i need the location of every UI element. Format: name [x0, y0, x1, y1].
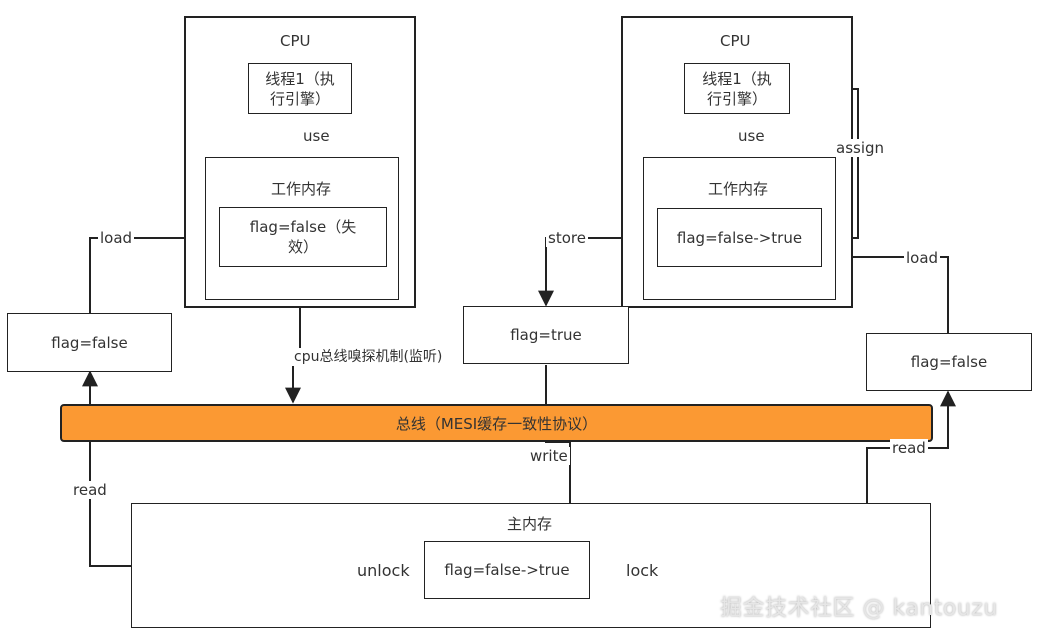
left-flag-line-1: flag=false（失: [249, 218, 357, 236]
right-thread-line-2: 行引擎）: [706, 89, 767, 108]
unlock-label: unlock: [357, 561, 410, 580]
left-read-label: read: [71, 481, 109, 499]
right-flag-false-box: flag=false: [866, 333, 1032, 391]
left-working-memory-title: 工作内存: [271, 180, 332, 198]
right-working-memory-title: 工作内存: [708, 180, 769, 198]
main-memory-flag-box: flag=false->true: [424, 541, 590, 599]
store-label: store: [546, 229, 588, 247]
left-read-arrow: [82, 370, 131, 567]
bus-mesi: 总线（MESI缓存一致性协议）: [60, 404, 933, 442]
left-use-label: use: [301, 127, 332, 145]
right-read-label: read: [890, 439, 928, 457]
left-flag-false-box: flag=false: [7, 313, 172, 372]
left-flag-invalid-box: flag=false（失 效）: [219, 207, 387, 267]
left-thread-line-1: 线程1（执: [265, 69, 335, 88]
right-flag-false-text: flag=false: [910, 353, 988, 371]
right-flag-box: flag=false->true: [657, 208, 822, 267]
right-load-label: load: [904, 249, 941, 267]
main-memory-title: 主内存: [507, 515, 553, 533]
main-memory-flag-text: flag=false->true: [444, 561, 570, 579]
left-load-label: load: [98, 229, 135, 247]
left-thread-line-2: 行引擎）: [269, 89, 330, 108]
write-label: write: [528, 447, 570, 465]
right-thread-box: 线程1（执 行引擎）: [684, 63, 790, 114]
right-flag-text: flag=false->true: [676, 228, 803, 247]
middle-flag-true-text: flag=true: [510, 326, 582, 344]
left-cpu-title: CPU: [280, 32, 311, 50]
right-cpu-title: CPU: [720, 32, 751, 50]
assign-label: assign: [834, 139, 887, 157]
watermark: 掘金技术社区 @ kantouzu: [720, 596, 998, 621]
lock-label: lock: [626, 561, 659, 580]
snoop-label: cpu总线嗅探机制(监听): [292, 348, 445, 366]
right-thread-line-1: 线程1（执: [702, 69, 772, 88]
left-thread-box: 线程1（执 行引擎）: [248, 63, 352, 114]
left-flag-line-2: 效）: [287, 238, 318, 256]
right-use-label: use: [736, 127, 767, 145]
left-flag-false-text: flag=false: [51, 333, 128, 352]
bus-label: 总线（MESI缓存一致性协议）: [395, 414, 598, 433]
middle-flag-true-box: flag=true: [463, 306, 629, 364]
